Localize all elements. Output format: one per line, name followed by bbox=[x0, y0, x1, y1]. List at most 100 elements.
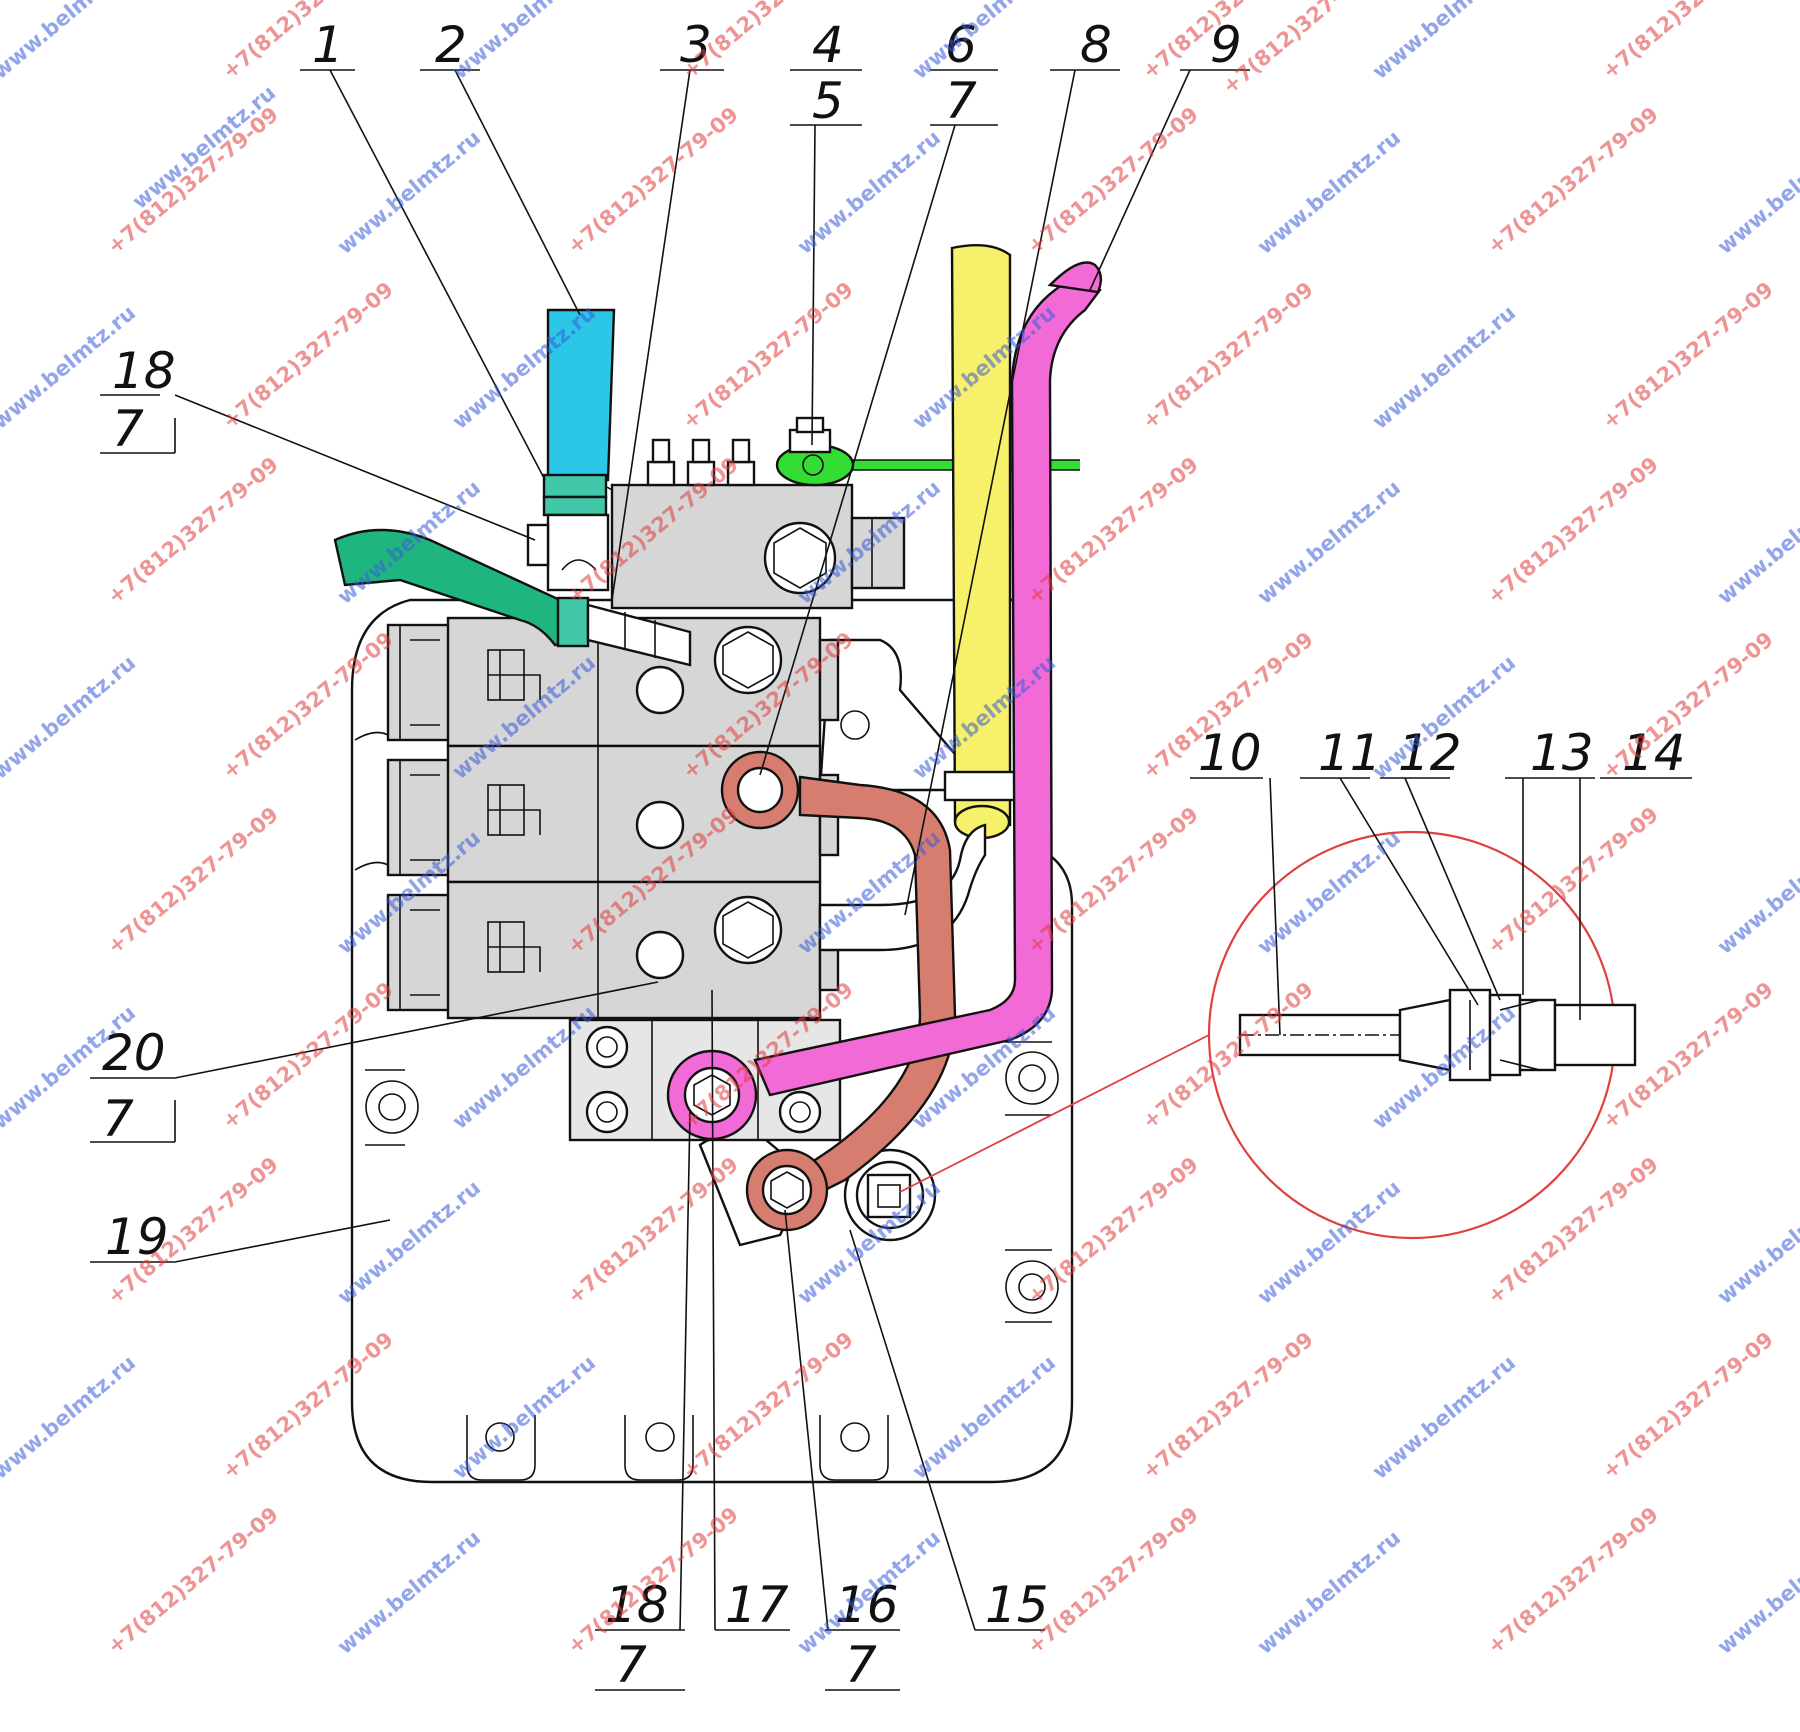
watermark-phone: +7(812)327-79-09 bbox=[1138, 1327, 1318, 1484]
callout-17: 17 bbox=[725, 1576, 789, 1634]
callout-10: 10 bbox=[1198, 724, 1262, 782]
callout-19: 19 bbox=[105, 1208, 169, 1266]
callout-8: 8 bbox=[1080, 16, 1112, 74]
callout-11: 11 bbox=[1318, 724, 1382, 782]
watermark-site: www.belmtz.ru bbox=[0, 1351, 140, 1484]
hex-bolt bbox=[763, 521, 837, 595]
callout-16: 16 bbox=[835, 1576, 899, 1634]
plate-hole bbox=[466, 1415, 536, 1481]
callout-labels: 1 2 3 4 5 6 7 8 9 18 7 20 7 19 10 11 12 … bbox=[102, 16, 1686, 1694]
callout-12: 12 bbox=[1398, 724, 1462, 782]
top-valve-block bbox=[610, 438, 906, 610]
watermark-phone: +7(812)327-79-09 bbox=[103, 802, 283, 959]
valve-sections bbox=[386, 616, 840, 1020]
watermark-site: www.belmtz.ru bbox=[0, 0, 140, 84]
plate-hole bbox=[1005, 1249, 1059, 1323]
callout-4: 4 bbox=[812, 16, 844, 74]
watermark-site: www.belmtz.ru bbox=[1713, 126, 1800, 259]
callout-20: 20 bbox=[102, 1024, 166, 1082]
watermark-site: www.belmtz.ru bbox=[1368, 0, 1520, 84]
watermark-site: www.belmtz.ru bbox=[1713, 826, 1800, 959]
connector-plug bbox=[487, 784, 541, 836]
callout-18-left: 18 bbox=[112, 342, 176, 400]
watermark-site: www.belmtz.ru bbox=[128, 81, 280, 214]
watermark-site: www.belmtz.ru bbox=[1713, 1176, 1800, 1309]
red-tube bbox=[720, 750, 957, 1232]
watermark-site: www.belmtz.ru bbox=[1253, 126, 1405, 259]
watermark-phone: +7(812)327-79-09 bbox=[1483, 102, 1663, 259]
watermark-site: www.belmtz.ru bbox=[1368, 1351, 1520, 1484]
callout-7-top: 7 bbox=[945, 72, 977, 130]
watermark-site: www.belmtz.ru bbox=[1253, 476, 1405, 609]
watermark-site: www.belmtz.ru bbox=[333, 1526, 485, 1659]
watermark-phone: +7(812)327-79-09 bbox=[1483, 1502, 1663, 1659]
green-hose bbox=[333, 528, 590, 648]
callout-6: 6 bbox=[945, 16, 977, 74]
plate-hole bbox=[624, 1415, 694, 1481]
callout-18-bottom: 18 bbox=[605, 1576, 669, 1634]
callout-2: 2 bbox=[435, 16, 467, 74]
watermark-site: www.belmtz.ru bbox=[1368, 301, 1520, 434]
small-tube bbox=[586, 603, 692, 667]
watermark-phone: +7(812)327-79-09 bbox=[103, 102, 283, 259]
solenoid-coil bbox=[386, 623, 452, 742]
connector-plug bbox=[487, 649, 541, 701]
watermark-site: www.belmtz.ru bbox=[1713, 1526, 1800, 1659]
callout-15: 15 bbox=[985, 1576, 1049, 1634]
watermark-phone: +7(812)327-79-09 bbox=[1598, 0, 1778, 84]
watermark-phone: +7(812)327-79-09 bbox=[563, 1502, 743, 1659]
watermark-phone: +7(812)327-79-09 bbox=[103, 452, 283, 609]
watermark-site: www.belmtz.ru bbox=[908, 0, 1060, 84]
callout-7-left: 7 bbox=[112, 400, 144, 458]
bolt-head bbox=[585, 1090, 629, 1134]
watermark-phone: +7(812)327-79-09 bbox=[1023, 102, 1203, 259]
plate-hole bbox=[819, 1415, 889, 1481]
watermark-site: www.belmtz.ru bbox=[1253, 1176, 1405, 1309]
leader-lines bbox=[90, 69, 1692, 1691]
bolt-head bbox=[585, 1025, 629, 1069]
watermark-phone: +7(812)327-79-09 bbox=[1023, 1502, 1203, 1659]
callout-14: 14 bbox=[1622, 724, 1686, 782]
watermark-phone: +7(812)327-79-09 bbox=[1483, 1152, 1663, 1309]
watermark-phone: +7(812)327-79-09 bbox=[1138, 277, 1318, 434]
callout-9: 9 bbox=[1210, 16, 1242, 74]
watermark-site: www.belmtz.ru bbox=[793, 126, 945, 259]
watermark-phone: +7(812)327-79-09 bbox=[563, 102, 743, 259]
hex-bolt bbox=[713, 625, 783, 695]
watermark-site: www.belmtz.ru bbox=[1713, 476, 1800, 609]
bolt-head bbox=[778, 1090, 822, 1134]
hex-bolt bbox=[635, 800, 685, 850]
callout-7-bottom-left: 7 bbox=[615, 1636, 647, 1694]
callout-3: 3 bbox=[680, 16, 712, 74]
watermark-phone: +7(812)327-79-09 bbox=[218, 0, 398, 84]
watermark-phone: +7(812)327-79-09 bbox=[678, 277, 858, 434]
callout-7-bottom-right: 7 bbox=[845, 1636, 877, 1694]
watermark-site: www.belmtz.ru bbox=[448, 0, 600, 84]
hex-bolt bbox=[713, 895, 783, 965]
solenoid-coil bbox=[386, 893, 452, 1012]
watermark-phone: +7(812)327-79-09 bbox=[1218, 0, 1398, 99]
watermark-phone: +7(812)327-79-09 bbox=[1598, 1327, 1778, 1484]
watermark-phone: +7(812)327-79-09 bbox=[1483, 802, 1663, 959]
callout-5: 5 bbox=[812, 72, 844, 130]
watermark-site: www.belmtz.ru bbox=[0, 651, 140, 784]
sensor-detail-view bbox=[899, 830, 1640, 1240]
watermark-site: www.belmtz.ru bbox=[1253, 826, 1405, 959]
solenoid-coil bbox=[386, 758, 452, 877]
hex-bolt bbox=[635, 665, 685, 715]
connector-plug bbox=[487, 921, 541, 973]
callout-1: 1 bbox=[312, 16, 344, 74]
watermark-site: www.belmtz.ru bbox=[1253, 1526, 1405, 1659]
temperature-sensor bbox=[843, 1148, 937, 1242]
plate-hole bbox=[365, 1069, 419, 1146]
callout-7-mid: 7 bbox=[102, 1090, 134, 1148]
callout-13: 13 bbox=[1530, 724, 1594, 782]
plate-hole bbox=[1005, 1041, 1059, 1116]
elbow-fitting bbox=[526, 473, 610, 592]
watermark-phone: +7(812)327-79-09 bbox=[103, 1502, 283, 1659]
watermark-phone: +7(812)327-79-09 bbox=[218, 277, 398, 434]
watermark-site: www.belmtz.ru bbox=[333, 126, 485, 259]
watermark-phone: +7(812)327-79-09 bbox=[1598, 627, 1778, 784]
watermark-phone: +7(812)327-79-09 bbox=[1483, 452, 1663, 609]
